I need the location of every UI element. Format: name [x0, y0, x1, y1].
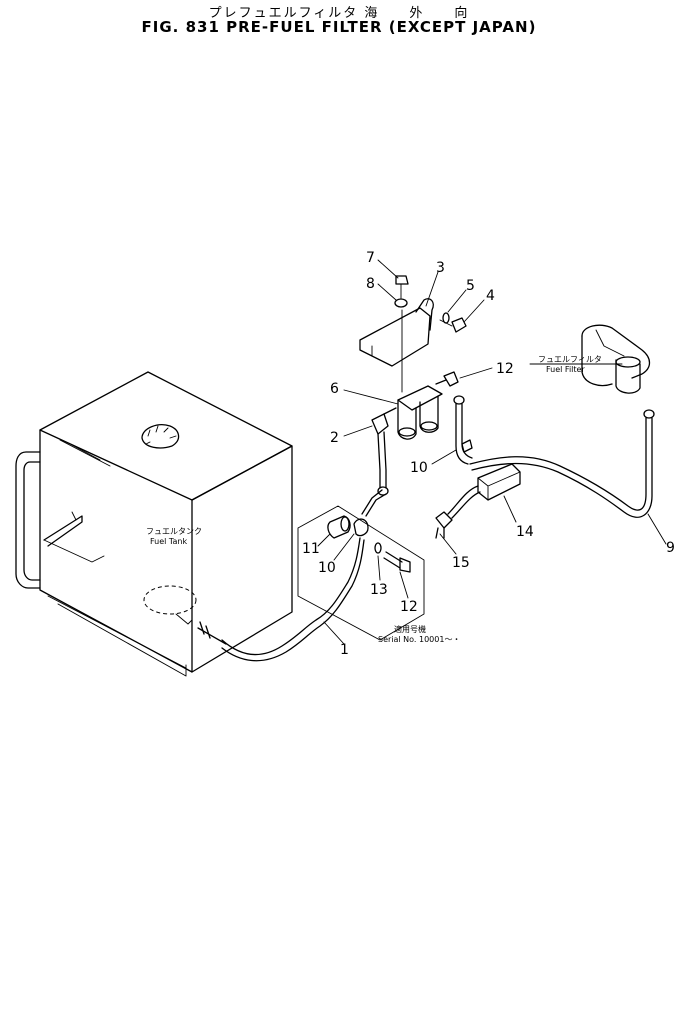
callout-3: 3 [436, 260, 445, 276]
callout-12-inset: 12 [400, 599, 418, 615]
callout-5: 5 [466, 278, 475, 294]
serial-label-en: Serial No. 10001～・ [378, 635, 460, 644]
fuel-tank-label-en: Fuel Tank [150, 537, 187, 546]
fuel-filter-label-jp: フュエルフィルタ [538, 355, 602, 364]
callout-13: 13 [370, 582, 388, 598]
callout-numbers: 7 8 3 5 4 12 6 2 10 14 15 9 11 10 13 12 … [302, 250, 675, 658]
title-japanese: プレフュエルフィルタ 海 外 向 [208, 6, 470, 21]
callout-10-inset: 10 [318, 560, 336, 576]
callout-14: 14 [516, 524, 534, 540]
callout-4: 4 [486, 288, 495, 304]
callout-6: 6 [330, 381, 339, 397]
leader-lines [317, 259, 667, 645]
serial-variant-inset-frame [297, 505, 425, 641]
bracket-assembly [359, 275, 467, 496]
callout-11: 11 [302, 541, 320, 557]
text-labels: フュエルタンク Fuel Tank フュエルフィルタ Fuel Filter 適… [146, 355, 602, 644]
callout-15: 15 [452, 555, 470, 571]
callout-8: 8 [366, 276, 375, 292]
right-side-piping [435, 395, 655, 539]
callout-1: 1 [340, 642, 349, 658]
fuel-pipe-1 [221, 537, 365, 662]
title-english: FIG. 831 PRE-FUEL FILTER (EXCEPT JAPAN) [141, 18, 537, 36]
serial-label-jp: 適用号機 [394, 624, 426, 634]
inset-parts [327, 489, 411, 573]
callout-9: 9 [666, 540, 675, 556]
callout-7: 7 [366, 250, 375, 266]
callout-12-upper: 12 [496, 361, 514, 377]
fuel-tank-drawing [15, 371, 293, 677]
fuel-filter-drawing [581, 324, 651, 394]
fuel-tank-label-jp: フュエルタンク [146, 527, 202, 536]
callout-2: 2 [330, 430, 339, 446]
fuel-filter-label-en: Fuel Filter [546, 365, 585, 374]
callout-10-right: 10 [410, 460, 428, 476]
